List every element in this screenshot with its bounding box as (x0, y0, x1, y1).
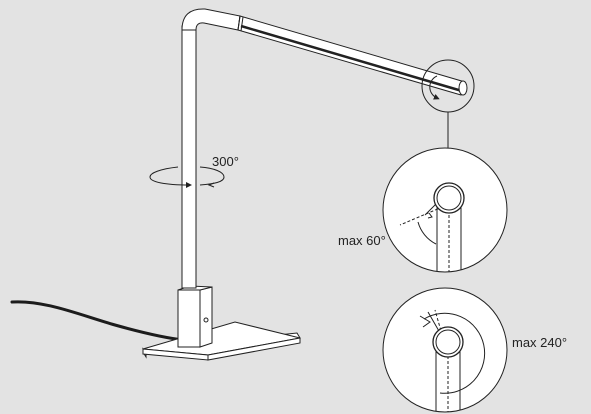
power-cable (10, 300, 186, 342)
lamp-base-block (177, 285, 213, 348)
rotation-detail-circle (382, 287, 508, 413)
head-rotation-max-label: max 240° (512, 335, 567, 350)
lamp-pole (181, 25, 197, 289)
lamp-arm (181, 8, 468, 96)
head-rotation-indicator (421, 59, 475, 148)
base-rotation-arrow (149, 166, 225, 188)
switch-button (203, 317, 209, 323)
lamp-base-plate (142, 321, 301, 361)
tilt-detail-circle (382, 147, 508, 273)
base-rotation-label: 300° (212, 154, 239, 169)
tilt-max-label: max 60° (338, 233, 386, 248)
